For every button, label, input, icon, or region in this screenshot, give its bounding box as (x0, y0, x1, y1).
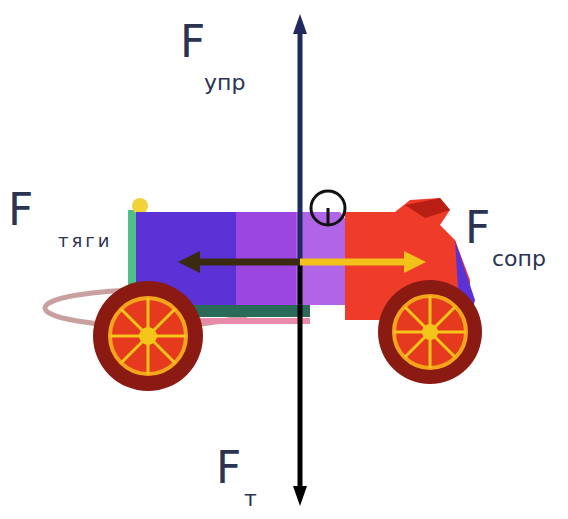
steering-column (327, 208, 330, 225)
arrow-head (404, 251, 426, 273)
arrow-head (293, 486, 307, 506)
force-letter: F (180, 20, 205, 64)
steering-wheel (311, 191, 345, 225)
force-subscript: упр (204, 72, 245, 94)
force-subscript: т (244, 488, 257, 510)
gravity-vector (298, 262, 303, 486)
force-subscript: сопр (492, 248, 546, 270)
traction-vector (196, 259, 300, 266)
arrow-head (293, 14, 307, 34)
force-letter: F (8, 188, 33, 232)
rear-wheel (93, 281, 203, 391)
resistance-vector (300, 259, 406, 266)
rear-light (132, 198, 148, 214)
arrow-head (178, 251, 200, 273)
force-letter: F (465, 206, 490, 250)
front-wheel (378, 280, 482, 384)
elastic-force-vector (298, 32, 303, 262)
force-letter: F (216, 446, 241, 490)
hood-top (405, 198, 450, 218)
floor-stripe (200, 318, 310, 324)
force-subscript: тяги (58, 232, 112, 250)
